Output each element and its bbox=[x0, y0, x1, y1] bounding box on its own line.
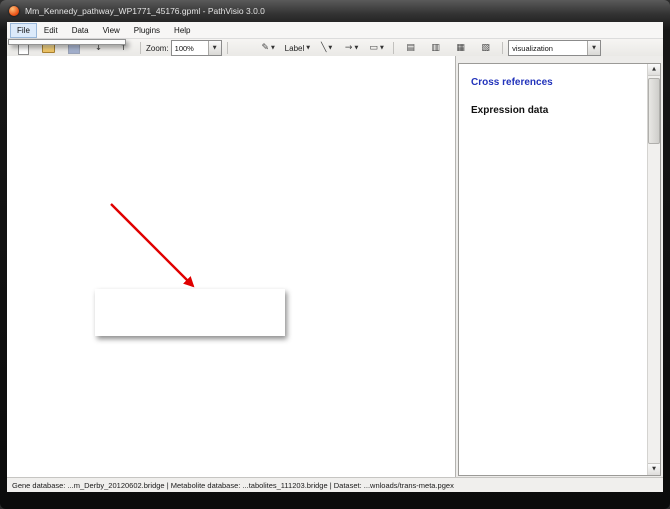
expression-data-heading: Expression data bbox=[471, 105, 549, 116]
export-icon: ↑ bbox=[119, 42, 128, 53]
scroll-down-icon[interactable]: ▼ bbox=[648, 463, 660, 475]
side-panel: Cross references Expression data ▲ ▼ bbox=[456, 56, 663, 478]
app-icon bbox=[9, 6, 19, 16]
distribute-vertical-icon: ▧ bbox=[481, 42, 490, 53]
zoom-dropdown-arrow-icon[interactable]: ▼ bbox=[207, 41, 221, 55]
callout bbox=[95, 289, 285, 336]
align-vertical-button[interactable]: ▥ bbox=[424, 40, 447, 57]
label-tool-text: Label bbox=[284, 43, 305, 53]
arrow-tool-button[interactable]: →▼ bbox=[340, 40, 363, 57]
menu-view[interactable]: View bbox=[102, 25, 120, 35]
status-bar: Gene database: ...m_Derby_20120602.bridg… bbox=[7, 477, 663, 492]
menu-help[interactable]: Help bbox=[174, 25, 191, 35]
toolbar-separator bbox=[502, 42, 504, 54]
import-icon: ↓ bbox=[94, 42, 103, 53]
app-area: File Edit Data View Plugins Help ↓ ↑ Zoom: 10… bbox=[7, 22, 663, 492]
zoom-value: 100% bbox=[174, 43, 194, 53]
zoom-combobox[interactable]: 100% ▼ bbox=[170, 40, 222, 56]
dropdown-arrow-icon: ▼ bbox=[354, 44, 359, 51]
pathway-edges bbox=[7, 56, 455, 478]
menu-bar: File Edit Data View Plugins Help bbox=[7, 22, 663, 39]
file-menu bbox=[8, 39, 126, 45]
distribute-vertical-button[interactable]: ▧ bbox=[474, 40, 497, 57]
dropdown-arrow-icon: ▼ bbox=[379, 44, 384, 51]
menu-edit[interactable]: Edit bbox=[43, 25, 58, 35]
import-button[interactable]: ↓ bbox=[87, 40, 110, 57]
panel-tabs bbox=[456, 56, 663, 63]
export-button[interactable]: ↑ bbox=[112, 40, 135, 57]
shape-tool-button[interactable]: ▭▼ bbox=[365, 40, 388, 57]
line-tool-button[interactable]: ╲▼ bbox=[315, 40, 338, 57]
visualization-combobox[interactable]: visualization ▼ bbox=[508, 40, 602, 56]
panel-scrollbar[interactable]: ▲ ▼ bbox=[647, 64, 660, 475]
dropdown-arrow-icon: ▼ bbox=[306, 44, 311, 51]
scroll-up-icon[interactable]: ▲ bbox=[648, 64, 660, 76]
backpage-panel: Cross references Expression data ▲ ▼ bbox=[458, 63, 661, 476]
menu-data[interactable]: Data bbox=[71, 25, 89, 35]
distribute-horizontal-button[interactable]: ▦ bbox=[449, 40, 472, 57]
dropdown-arrow-icon: ▼ bbox=[271, 44, 275, 51]
window-title: Mm_Kennedy_pathway_WP1771_45176.gpml - P… bbox=[25, 6, 265, 16]
label-tool-button[interactable]: Label▼ bbox=[282, 40, 313, 57]
graphics-tool-button[interactable]: ✎▼ bbox=[257, 40, 280, 57]
align-horizontal-button[interactable]: ▤ bbox=[399, 40, 422, 57]
distribute-horizontal-icon: ▦ bbox=[456, 42, 465, 53]
dropdown-arrow-icon: ▼ bbox=[328, 44, 333, 51]
backpage-heading: Cross references bbox=[471, 77, 553, 88]
scrollbar-thumb[interactable] bbox=[648, 78, 660, 144]
status-text: Gene database: ...m_Derby_20120602.bridg… bbox=[12, 480, 454, 490]
toolbar-separator bbox=[140, 42, 141, 54]
pencil-icon: ✎ bbox=[261, 42, 270, 53]
pathway-canvas[interactable] bbox=[7, 56, 456, 478]
toolbar-separator bbox=[393, 42, 395, 54]
shape-icon: ▭ bbox=[369, 42, 378, 53]
align-horizontal-icon: ▤ bbox=[406, 42, 415, 53]
title-bar[interactable]: Mm_Kennedy_pathway_WP1771_45176.gpml - P… bbox=[0, 0, 670, 22]
visualization-dropdown-arrow-icon[interactable]: ▼ bbox=[587, 41, 601, 55]
zoom-label: Zoom: bbox=[146, 43, 169, 53]
toolbar-separator bbox=[226, 42, 228, 54]
main-content: Cross references Expression data ▲ ▼ bbox=[7, 56, 663, 478]
visualization-value: visualization bbox=[512, 43, 553, 53]
menu-plugins[interactable]: Plugins bbox=[133, 25, 161, 35]
arrow-icon: → bbox=[344, 42, 353, 53]
align-vertical-icon: ▥ bbox=[431, 42, 440, 53]
line-icon: ╲ bbox=[320, 42, 327, 53]
toolbar: ↓ ↑ Zoom: 100% ▼ ✎▼ Label▼ ╲▼ →▼ ▭▼ ▤ ▥ … bbox=[7, 39, 663, 58]
menu-file[interactable]: File bbox=[10, 22, 37, 38]
